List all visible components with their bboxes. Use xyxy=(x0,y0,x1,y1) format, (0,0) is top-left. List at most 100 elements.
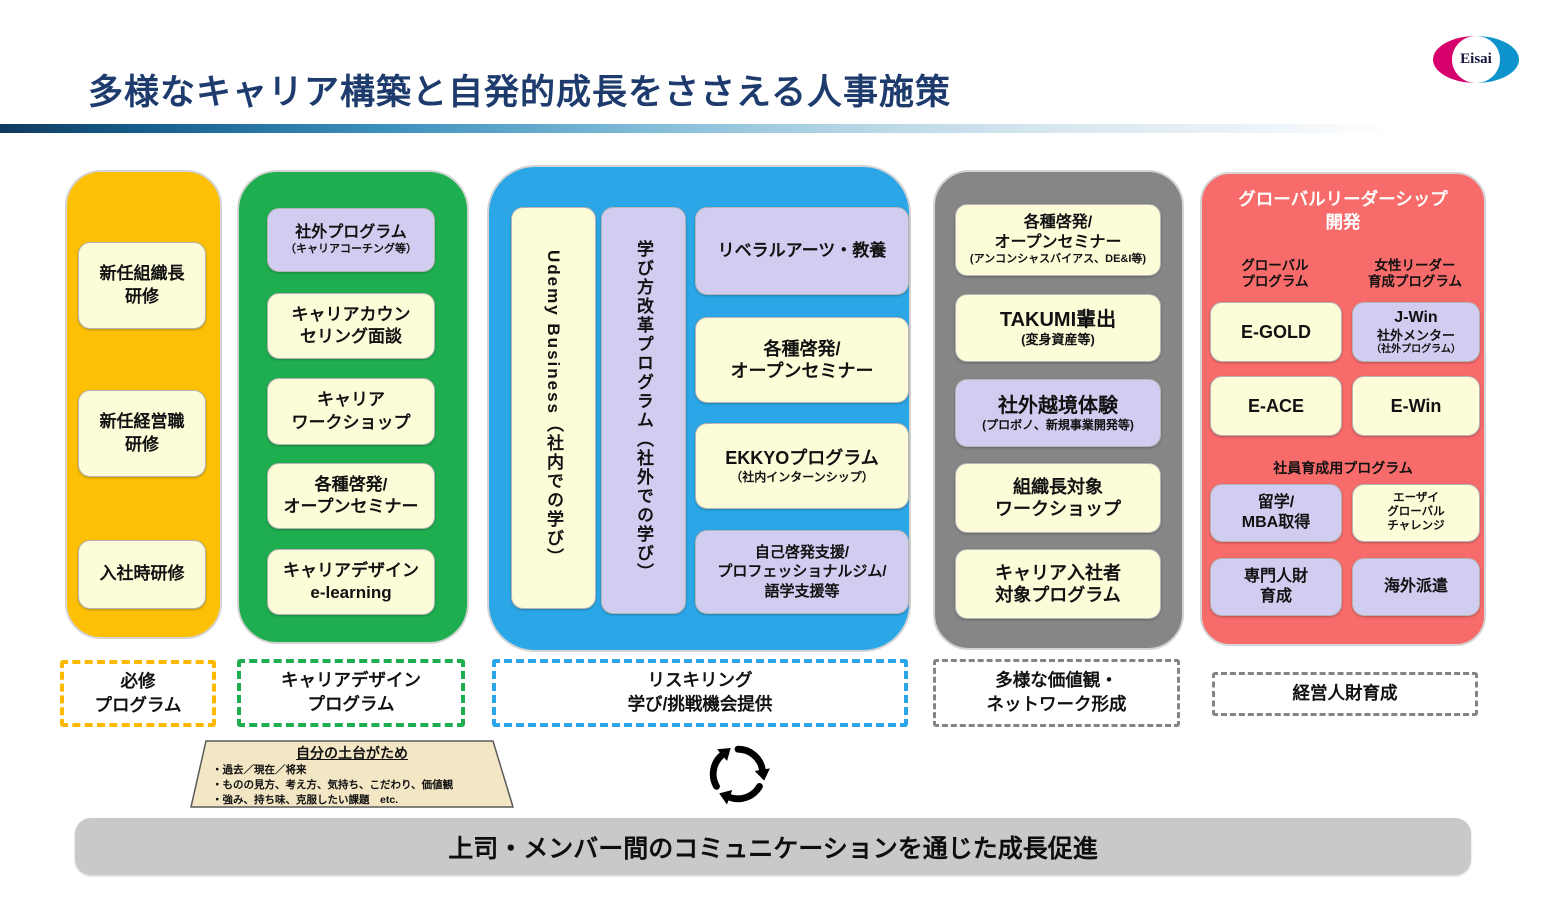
cycle-arrows-icon xyxy=(696,734,780,814)
foundation-bullet: ・過去／現在／将来 xyxy=(212,764,307,776)
box-line: J-Win xyxy=(1394,309,1438,327)
label-career-design-program: キャリアデザイン プログラム xyxy=(237,659,465,727)
header-line: グローバルリーダーシップ xyxy=(1238,189,1448,209)
box-line: グローバル xyxy=(1387,506,1445,519)
box-line: MBA取得 xyxy=(1241,514,1311,531)
box-line: E-ACE xyxy=(1247,395,1304,416)
box-line: エーザイ xyxy=(1393,492,1439,505)
box-line: 新任組織長 xyxy=(99,264,185,284)
box-line: オープンセミナー xyxy=(283,497,419,516)
vertical-text: 学び方改革プログラム（社外での学び） xyxy=(634,239,653,582)
box-line: 対象プログラム xyxy=(995,585,1121,605)
eisai-logo: Eisai xyxy=(1433,36,1519,83)
page-title: 多様なキャリア構築と自発的成長をささえる人事施策 xyxy=(88,73,951,112)
column-career-design: 社外プログラム （キャリアコーチング等） キャリアカウン セリング面談 キャリア… xyxy=(237,170,469,644)
subheader-line: 女性リーダー xyxy=(1374,258,1456,273)
box-line: 各種啓発/ xyxy=(314,474,388,494)
leadership-header: グローバルリーダーシップ 開発 xyxy=(1202,188,1484,234)
box-line: 専門人財 xyxy=(1243,568,1308,585)
box-subline: (プロボノ、新規事業開発等) xyxy=(982,417,1134,432)
program-box-manabikata-vertical: 学び方改革プログラム（社外での学び） xyxy=(601,207,686,614)
label-diversity-network: 多様な価値観・ ネットワーク形成 xyxy=(933,659,1180,727)
program-box-liberal-arts: リベラルアーツ・教養 xyxy=(695,207,909,295)
subheader-line: グローバル xyxy=(1241,258,1309,273)
box-line: 留学/ xyxy=(1257,494,1295,511)
program-box-open-seminar-2: 各種啓発/ オープンセミナー xyxy=(695,317,909,403)
program-box-org-head-workshop: 組織長対象 ワークショップ xyxy=(955,463,1161,533)
box-line: 社外メンター xyxy=(1376,328,1455,344)
box-line: キャリア入社者 xyxy=(995,562,1121,583)
program-box-career-counseling: キャリアカウン セリング面談 xyxy=(267,293,435,359)
foundation-bullets: ・過去／現在／将来 ・ものの見方、考え方、気持ち、こだわり、価値観 ・強み、持ち… xyxy=(212,763,453,808)
program-box-ekkyo: EKKYOプログラム （社内インターンシップ） xyxy=(695,423,909,509)
label-line: 経営人財育成 xyxy=(1292,683,1398,704)
label-reskilling: リスキリング 学び/挑戦機会提供 xyxy=(492,659,908,727)
box-line: 育成 xyxy=(1259,588,1292,605)
box-line: チャレンジ xyxy=(1387,519,1445,532)
box-line: 海外派遣 xyxy=(1383,578,1448,595)
box-line: リベラルアーツ・教養 xyxy=(717,240,887,260)
program-box-j-win: J-Win 社外メンター （社外プログラム） xyxy=(1352,302,1480,362)
program-box-e-gold: E-GOLD xyxy=(1210,302,1342,362)
bottom-growth-text: 上司・メンバー間のコミュニケーションを通じた成長促進 xyxy=(448,834,1098,863)
subheader-women-leader: 女性リーダー 育成プログラム xyxy=(1352,258,1478,290)
box-line: ワークショップ xyxy=(291,412,411,432)
subheader-global-program: グローバル プログラム xyxy=(1210,258,1340,290)
box-subline: （社内インターンシップ） xyxy=(730,469,874,484)
box-line: EKKYOプログラム xyxy=(725,448,879,469)
box-subline: (アンコンシャスバイアス、DE&I等) xyxy=(969,253,1147,266)
program-box-e-ace: E-ACE xyxy=(1210,376,1342,436)
box-line: キャリアデザイン xyxy=(283,560,419,580)
column-reskilling: Udemy Business（社内での学び） 学び方改革プログラム（社外での学び… xyxy=(487,165,911,652)
bottom-growth-bar: 上司・メンバー間のコミュニケーションを通じた成長促進 xyxy=(75,818,1471,875)
title-underline-rule xyxy=(0,124,1410,133)
program-box-self-development: 自己啓発支援/ プロフェッショナルジム/ 語学支援等 xyxy=(695,530,909,614)
program-box-open-seminar: 各種啓発/ オープンセミナー xyxy=(267,463,435,529)
label-line: 学び/挑戦機会提供 xyxy=(627,694,773,714)
label-line: リスキリング xyxy=(647,670,753,691)
subheader-line: 育成プログラム xyxy=(1367,274,1463,290)
subheader-line: 社員育成用プログラム xyxy=(1273,460,1413,476)
label-line: キャリアデザイン xyxy=(281,670,421,691)
program-box-onboarding: 入社時研修 xyxy=(78,540,206,609)
program-box-open-seminar-3: 各種啓発/ オープンセミナー (アンコンシャスバイアス、DE&I等) xyxy=(955,204,1161,276)
box-subline: (変身資産等) xyxy=(1021,332,1095,348)
box-line: ワークショップ xyxy=(995,499,1121,519)
vertical-text: Udemy Business（社内での学び） xyxy=(544,249,563,567)
box-line: セリング面談 xyxy=(300,327,402,346)
box-line: 各種啓発/ xyxy=(763,338,841,359)
box-line: 新任経営職 xyxy=(99,412,185,432)
label-line: ネットワーク形成 xyxy=(986,694,1127,714)
box-line: オープンセミナー xyxy=(994,234,1122,252)
column-leadership: グローバルリーダーシップ 開発 グローバル プログラム 女性リーダー 育成プログ… xyxy=(1200,172,1486,646)
program-box-mba: 留学/ MBA取得 xyxy=(1210,484,1342,542)
eisai-logo-text: Eisai xyxy=(1452,36,1500,83)
box-line: e-learning xyxy=(310,583,392,602)
box-line: 社外越境体験 xyxy=(998,394,1118,417)
box-subline: （キャリアコーチング等） xyxy=(285,243,417,256)
header-line: 開発 xyxy=(1325,211,1361,232)
label-executive-development: 経営人財育成 xyxy=(1212,672,1478,716)
program-box-career-elearning: キャリアデザイン e-learning xyxy=(267,549,435,615)
box-line: E-GOLD xyxy=(1241,321,1311,342)
program-box-overseas: 海外派遣 xyxy=(1352,558,1480,616)
program-box-cross-border: 社外越境体験 (プロボノ、新規事業開発等) xyxy=(955,379,1161,447)
program-box-external-program: 社外プログラム （キャリアコーチング等） xyxy=(267,208,435,272)
foundation-bullet: ・強み、持ち味、克服したい課題 etc. xyxy=(212,793,399,806)
subheader-line: プログラム xyxy=(1241,274,1309,290)
box-line: TAKUMI輩出 xyxy=(999,309,1117,332)
program-box-new-exec: 新任経営職 研修 xyxy=(78,390,206,477)
self-foundation-panel: 自分の土台がため ・過去／現在／将来 ・ものの見方、考え方、気持ち、こだわり、価… xyxy=(190,740,514,808)
box-line: キャリア xyxy=(317,390,385,410)
box-line: キャリアカウン xyxy=(291,304,411,324)
program-box-mid-career: キャリア入社者 対象プログラム xyxy=(955,549,1161,619)
label-mandatory-program: 必修 プログラム xyxy=(60,660,216,727)
program-box-takumi: TAKUMI輩出 (変身資産等) xyxy=(955,294,1161,362)
box-line: 組織長対象 xyxy=(1013,476,1103,497)
program-box-specialist: 専門人財 育成 xyxy=(1210,558,1342,616)
column-diversity: 各種啓発/ オープンセミナー (アンコンシャスバイアス、DE&I等) TAKUM… xyxy=(933,170,1184,650)
program-box-udemy-vertical: Udemy Business（社内での学び） xyxy=(511,207,596,609)
program-box-new-org-head: 新任組織長 研修 xyxy=(78,242,206,329)
subheader-employee-development: 社員育成用プログラム xyxy=(1202,460,1484,477)
